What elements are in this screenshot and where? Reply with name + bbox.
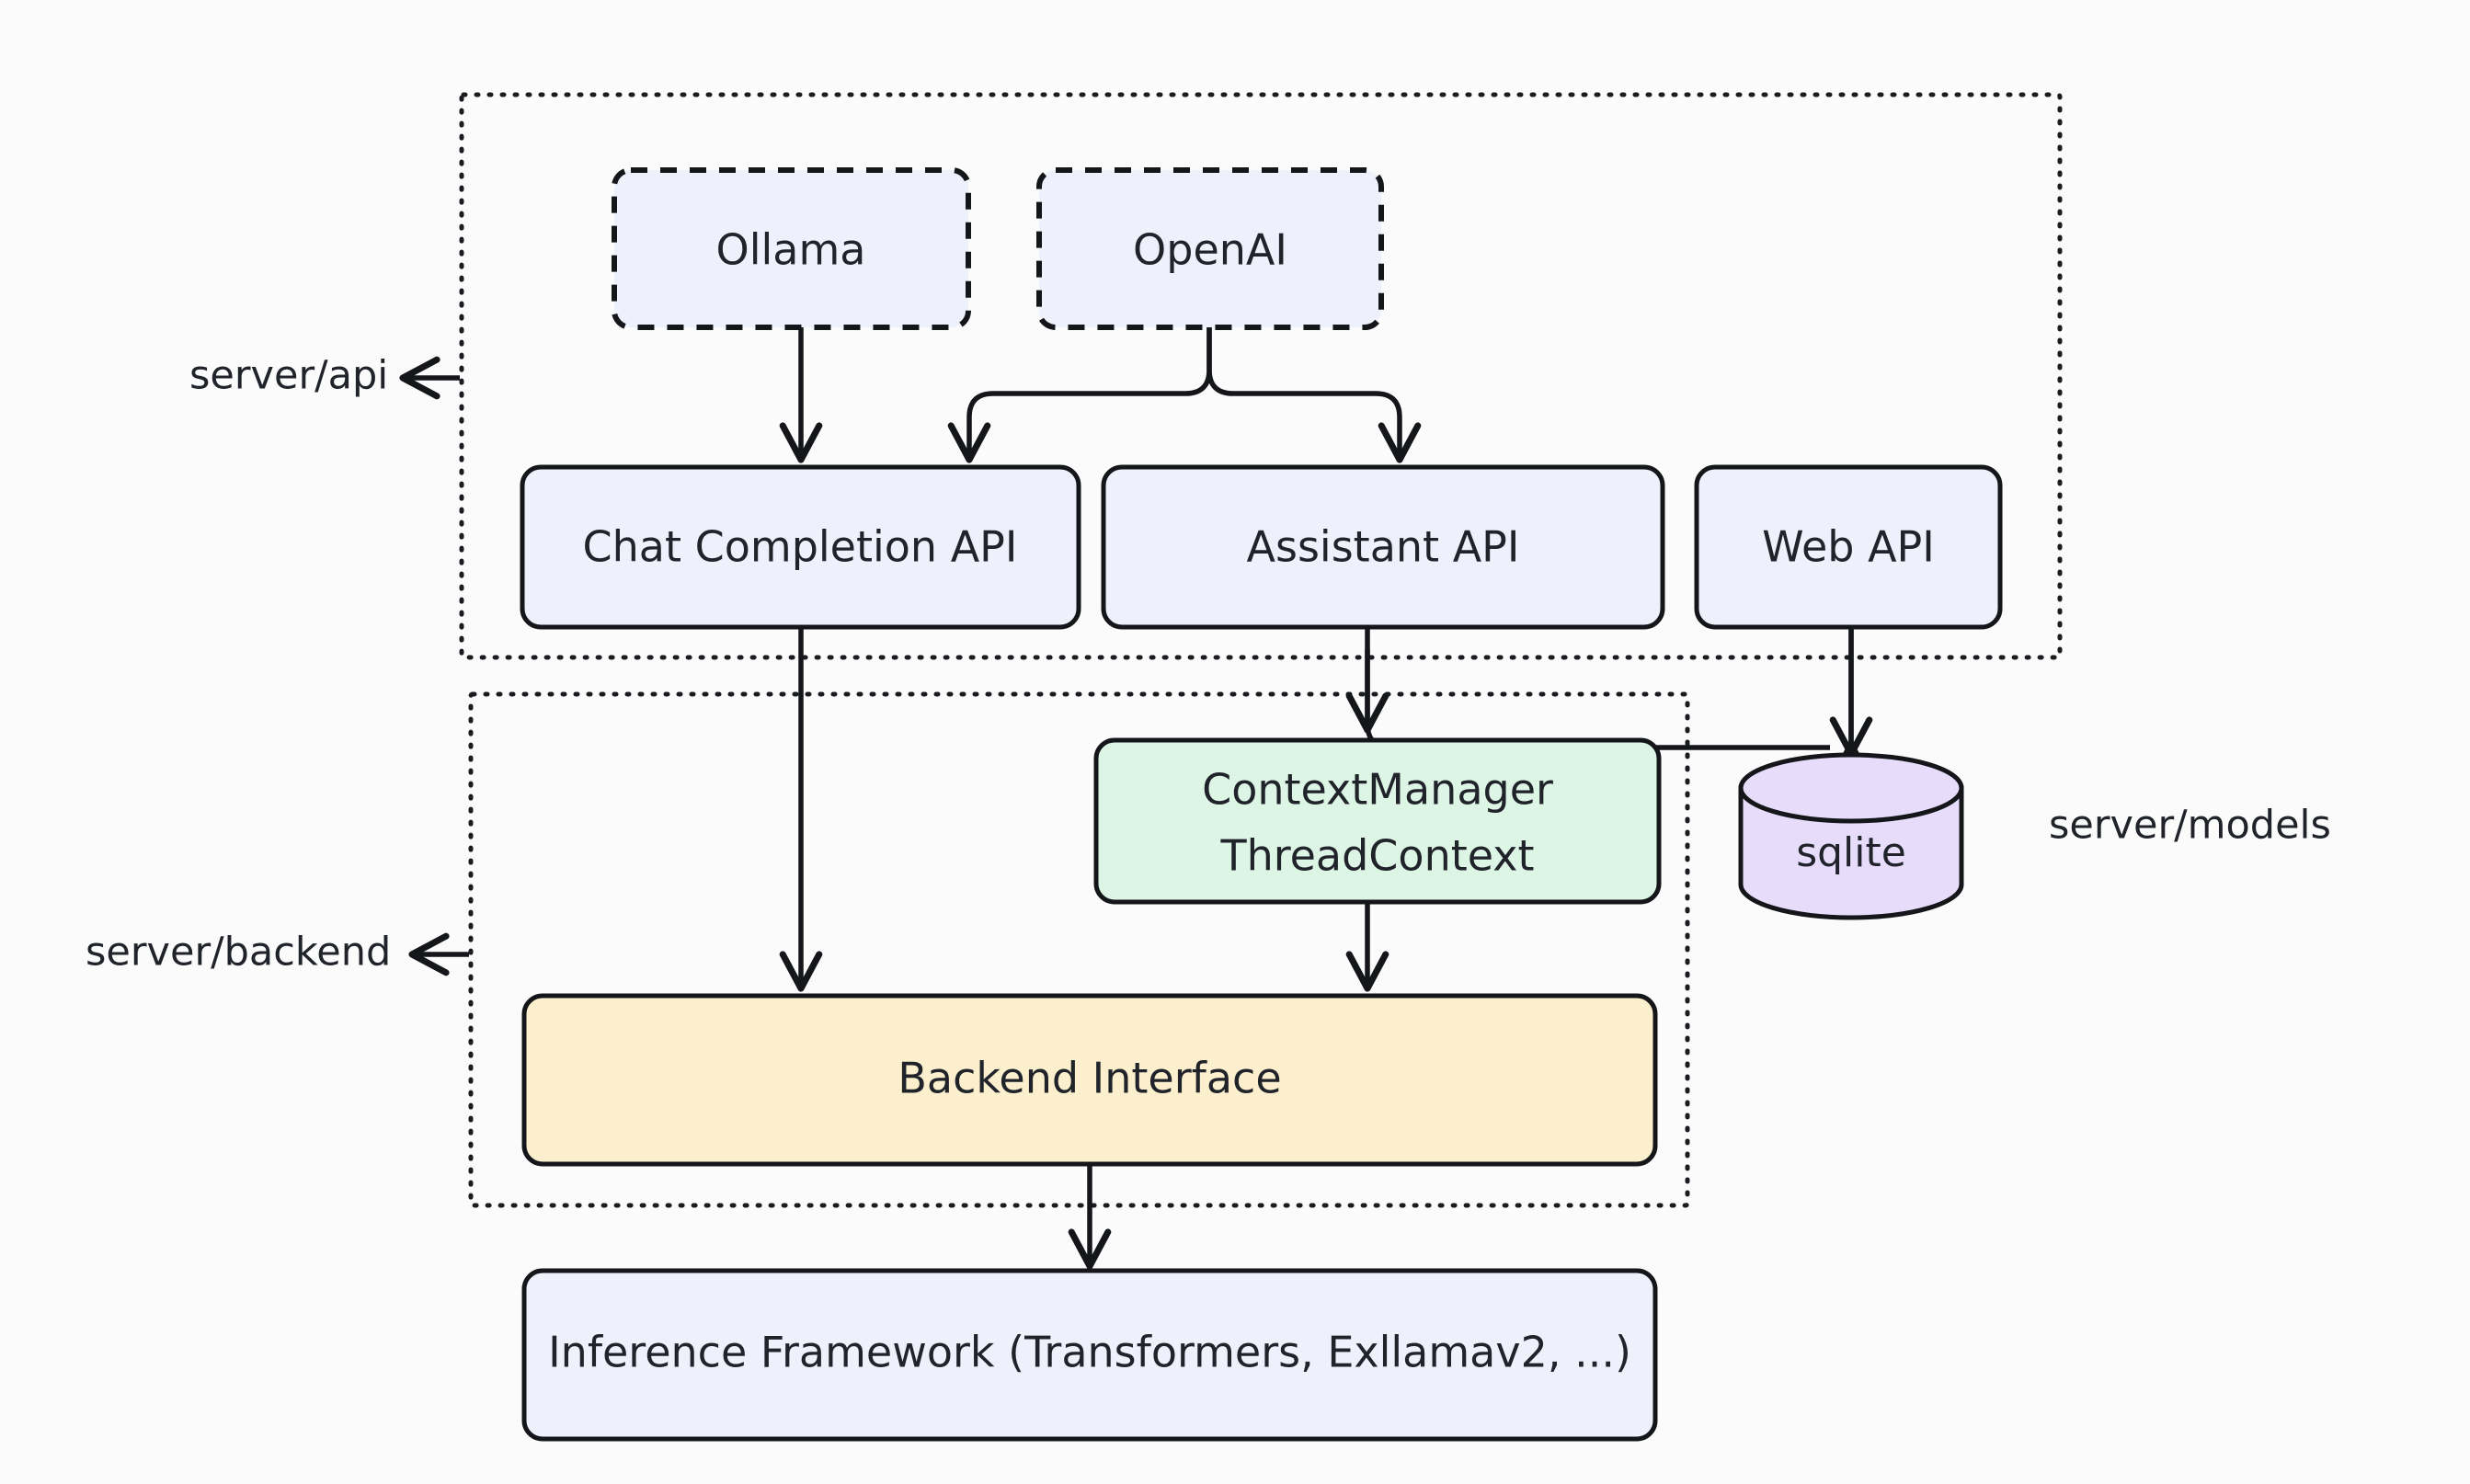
node-backend-interface-label: Backend Interface: [898, 1054, 1281, 1103]
group-server-api: [459, 92, 2063, 660]
node-inference-framework-label: Inference Framework (Transformers, Exlla…: [548, 1328, 1631, 1377]
edge-assistant-to-sqlite: [1365, 649, 1830, 750]
node-context-manager-label-line2: ThreadContext: [1219, 831, 1534, 881]
edge-openai-to-chat-completion: [947, 327, 1212, 463]
node-context-manager[interactable]: [1093, 737, 1662, 905]
node-ollama[interactable]: [612, 167, 971, 330]
node-web-api[interactable]: [1694, 464, 2003, 630]
node-backend-interface[interactable]: [521, 993, 1658, 1167]
group-server-backend: [468, 691, 1690, 1208]
side-label-server-backend: server/backend: [86, 930, 391, 976]
node-inference-framework[interactable]: [521, 1268, 1658, 1442]
node-chat-completion-api[interactable]: [520, 464, 1081, 630]
node-openai[interactable]: [1036, 167, 1384, 330]
node-sqlite[interactable]: sqlite: [1738, 752, 1964, 920]
node-ollama-label: Ollama: [716, 225, 866, 275]
side-label-server-models: server/models: [2049, 803, 2331, 849]
node-openai-label: OpenAI: [1133, 225, 1287, 275]
sqlite-cylinder-top: [1738, 752, 1964, 824]
node-sqlite-label: sqlite: [1796, 829, 1906, 876]
node-web-api-label: Web API: [1762, 522, 1935, 572]
side-label-server-api: server/api: [189, 353, 388, 399]
node-context-manager-label-line1: ContextManager: [1202, 765, 1553, 815]
sqlite-cylinder-body: [1738, 785, 1964, 920]
node-assistant-api[interactable]: [1101, 464, 1665, 630]
edge-openai-to-assistant: [1206, 327, 1422, 463]
node-assistant-api-label: Assistant API: [1247, 522, 1520, 572]
node-chat-completion-api-label: Chat Completion API: [583, 522, 1018, 572]
